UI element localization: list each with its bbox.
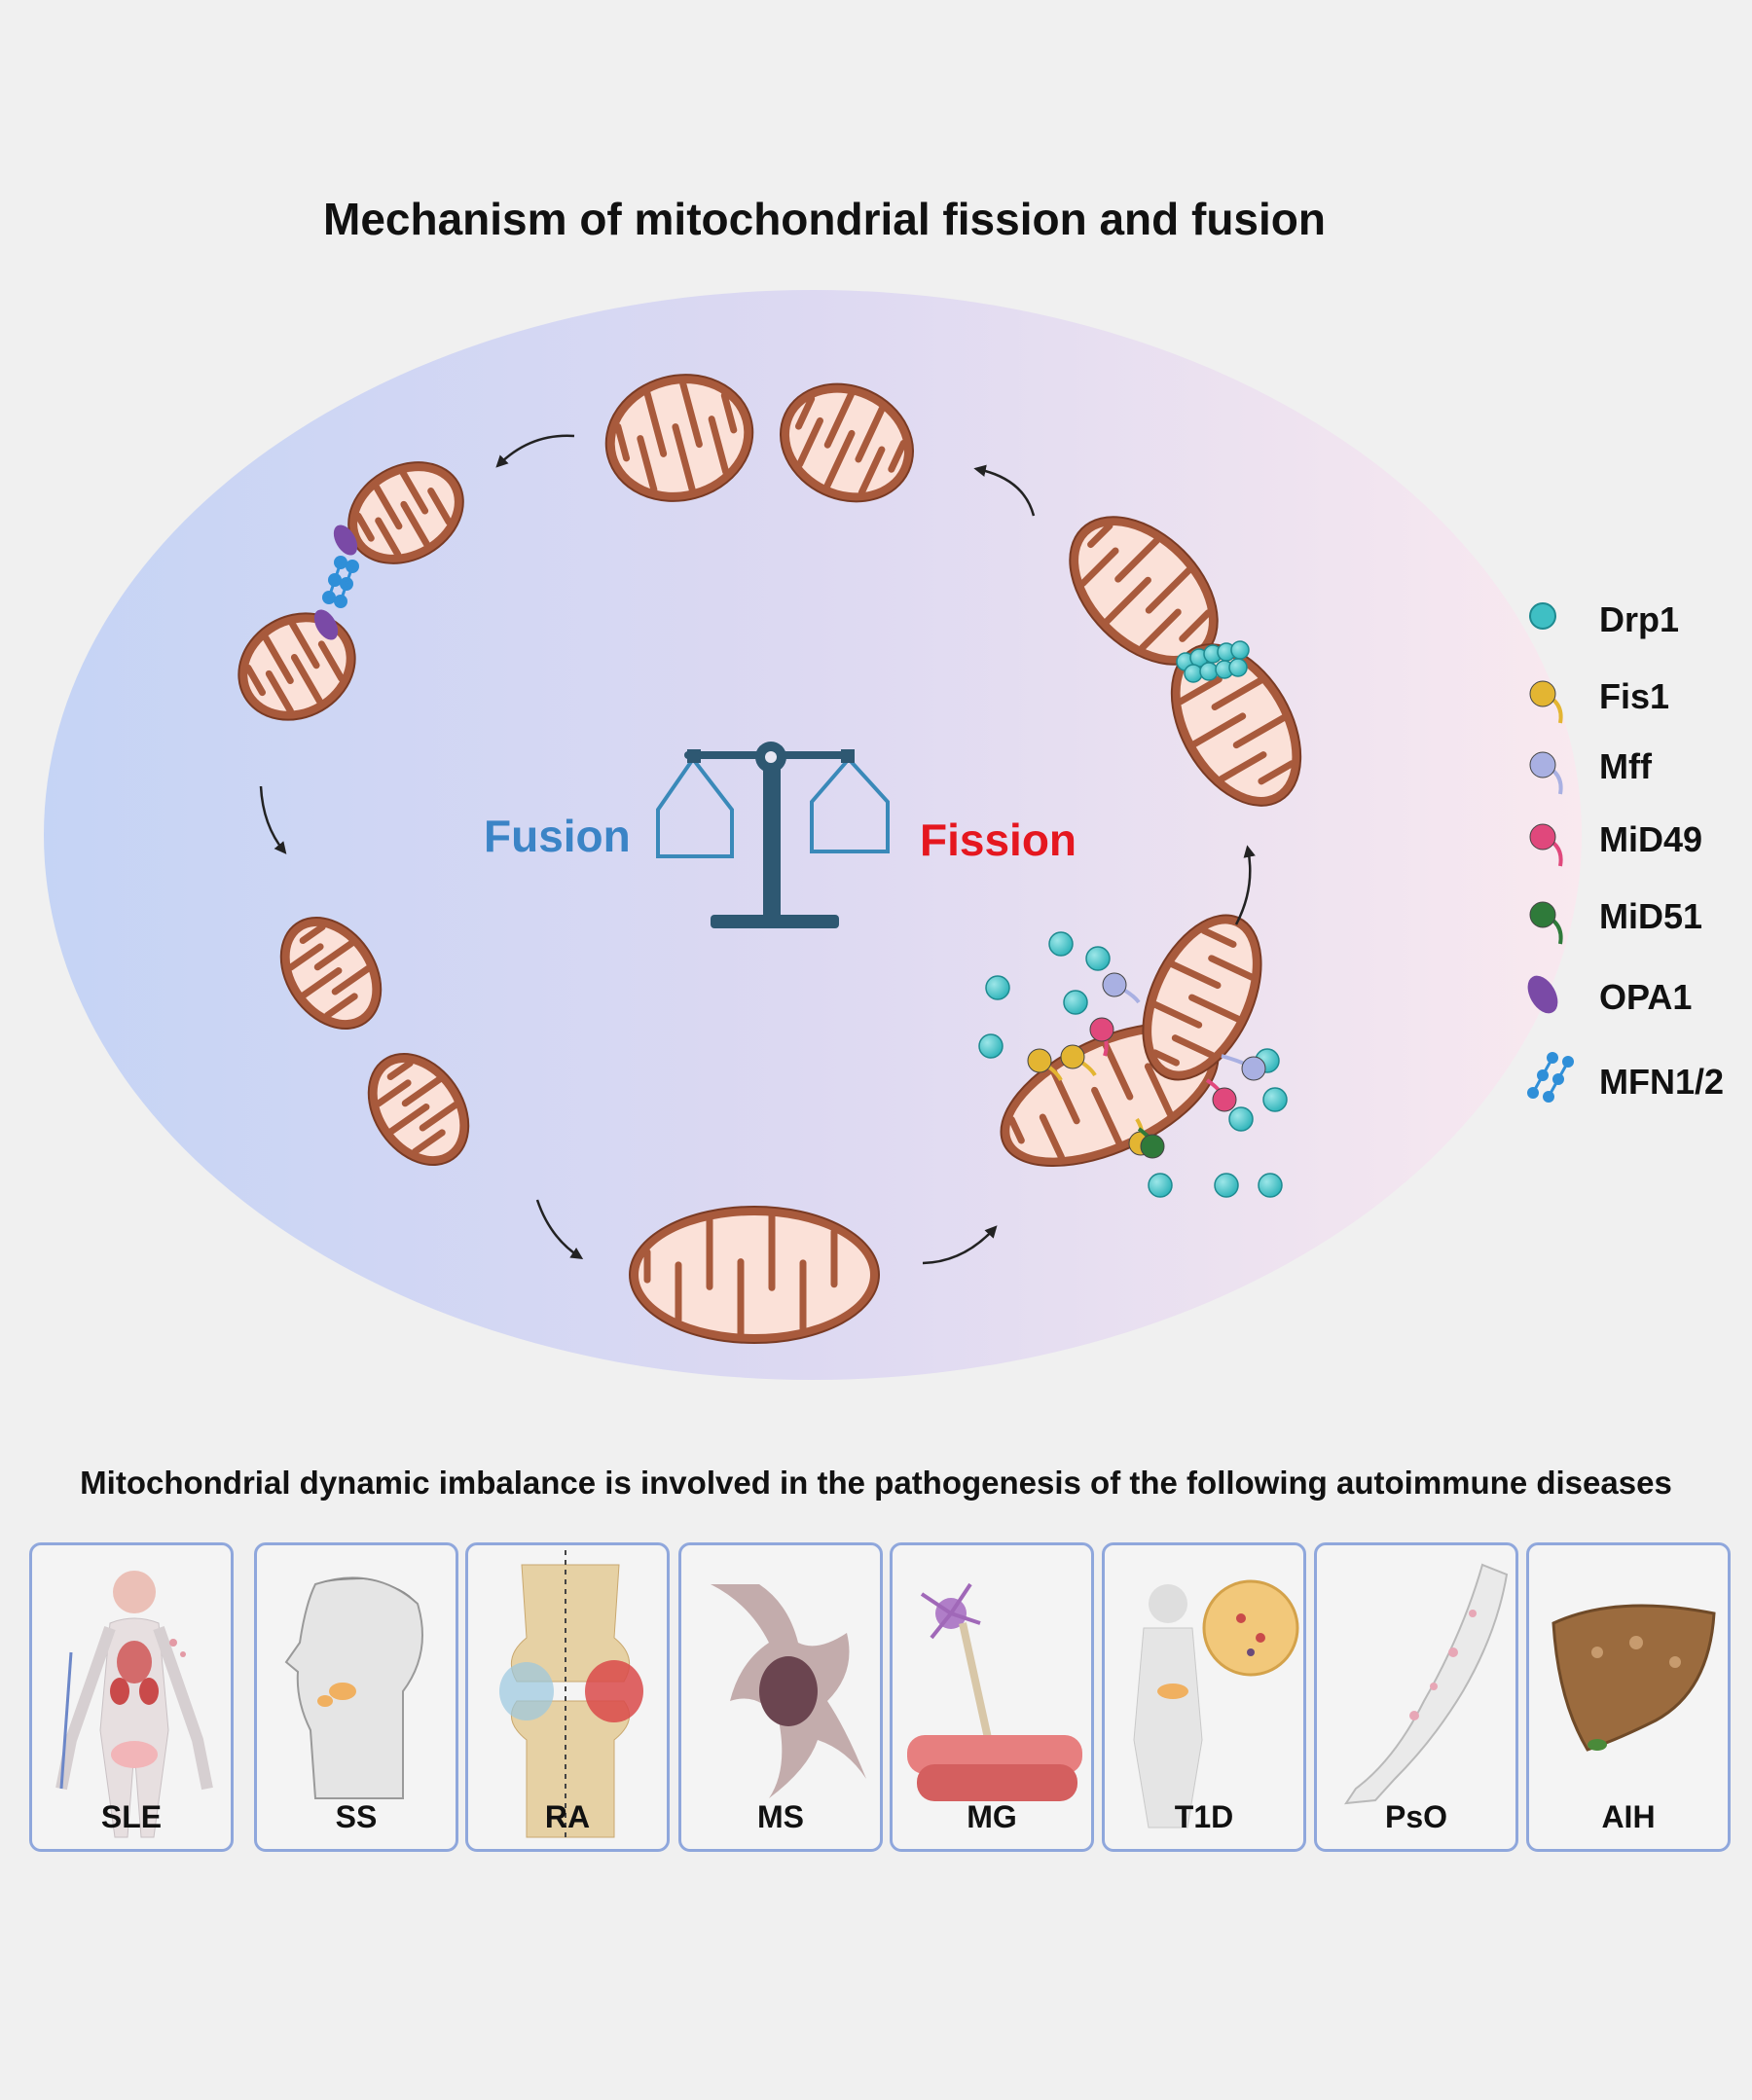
knee-joint-icon	[499, 1550, 643, 1842]
drp1-icon	[1085, 946, 1111, 971]
mid51-receptor-icon	[1137, 1127, 1165, 1159]
legend-label-opa1: OPA1	[1599, 977, 1693, 1017]
legend-mff-icon	[1529, 751, 1563, 795]
mitochondrion-constricting-upper	[1142, 914, 1262, 1081]
diseases-subtitle: Mitochondrial dynamic imbalance is invol…	[80, 1465, 1672, 1501]
arrow-up-to-top	[973, 464, 1036, 517]
disease-label-ra: RA	[544, 1799, 591, 1834]
drp1-icon	[1214, 1173, 1239, 1198]
arrow-left-to-down	[259, 785, 287, 854]
drp1-ring-icon	[1184, 664, 1203, 683]
drp1-icon	[1048, 931, 1074, 957]
disease-card-ms: MS	[678, 1542, 883, 1852]
neuron-muscle-icon	[907, 1582, 1082, 1801]
disease-label-t1d: T1D	[1174, 1799, 1234, 1834]
pancreas-islet-icon	[1133, 1579, 1299, 1828]
legend-label-mid51: MiD51	[1599, 896, 1703, 936]
arrow-bottom-to-right	[922, 1225, 998, 1265]
drp1-icon	[1228, 1106, 1254, 1132]
human-body-icon	[55, 1571, 213, 1838]
legend-drp1-icon	[1529, 602, 1556, 630]
fission-label: Fission	[920, 815, 1077, 865]
drp1-icon	[1262, 1087, 1288, 1112]
mitochondrion-elongated-upper	[279, 917, 383, 1030]
legend-opa1-icon	[1527, 975, 1558, 1014]
mitochondrion-fusing-lower	[237, 612, 356, 721]
cycle-diagram	[44, 290, 1582, 1380]
glial-cell-icon	[711, 1584, 866, 1798]
disease-label-sle: SLE	[100, 1799, 163, 1834]
legend-label-drp1: Drp1	[1599, 599, 1680, 639]
arrow-down-to-bottom	[535, 1199, 584, 1260]
mitochondrion-top-left	[604, 374, 754, 502]
drp1-icon	[985, 975, 1010, 1000]
skin-arm-icon	[1343, 1563, 1509, 1805]
legend-label-mid49: MiD49	[1599, 819, 1703, 859]
liver-icon	[1551, 1604, 1716, 1752]
drp1-ring-icon	[1230, 640, 1250, 660]
disease-label-mg: MG	[967, 1799, 1017, 1834]
mfn1-2-chain-icon	[322, 556, 359, 608]
disease-card-t1d: T1D	[1102, 1542, 1306, 1852]
mitochondrion-elongated-lower	[367, 1053, 470, 1166]
mitochondrion-bottom	[629, 1206, 880, 1344]
balance-scale-icon	[656, 742, 890, 928]
disease-card-ss: SS	[254, 1542, 458, 1852]
drp1-ring-icon	[1199, 662, 1219, 681]
mid49-receptor-icon	[1089, 1017, 1114, 1057]
disease-label-aih: AIH	[1601, 1799, 1656, 1834]
mid49-receptor-icon	[1205, 1078, 1237, 1112]
mff-receptor-icon	[1221, 1054, 1266, 1081]
disease-label-ms: MS	[757, 1799, 804, 1834]
disease-card-aih: AIH	[1526, 1542, 1731, 1852]
opa1-icon	[333, 525, 358, 556]
mitochondrion-dividing-upper	[1069, 516, 1219, 666]
legend-mid51-icon	[1529, 901, 1563, 945]
mitochondrion-fusing-upper	[347, 461, 464, 564]
legend-fis1-icon	[1529, 680, 1563, 724]
mitochondrion-dividing-lower	[1170, 643, 1302, 807]
drp1-ring-icon	[1228, 658, 1248, 677]
disease-card-mg: MG	[890, 1542, 1094, 1852]
disease-card-ra: RA	[465, 1542, 670, 1852]
mitochondrion-top-right	[779, 382, 915, 503]
arrow-right-to-up	[1234, 845, 1256, 925]
figure-title: Mechanism of mitochondrial fission and f…	[323, 194, 1326, 244]
disease-card-sle: SLE	[29, 1542, 234, 1852]
mff-receptor-icon	[1102, 972, 1141, 1004]
drp1-icon	[1148, 1173, 1173, 1198]
legend-mid49-icon	[1529, 823, 1563, 867]
drp1-icon	[1258, 1173, 1283, 1198]
disease-card-pso: PsO	[1314, 1542, 1518, 1852]
disease-label-pso: PsO	[1384, 1799, 1448, 1834]
fusion-label: Fusion	[484, 811, 631, 861]
legend-mfn12-icon	[1527, 1052, 1574, 1103]
arrow-top-to-left	[495, 434, 575, 468]
opa1-icon	[313, 609, 339, 640]
fis1-receptor-icon	[1060, 1044, 1097, 1077]
fis1-receptor-icon	[1027, 1048, 1063, 1081]
legend-label-fis1: Fis1	[1599, 676, 1670, 716]
drp1-icon	[1063, 990, 1088, 1015]
legend-label-mff: Mff	[1599, 746, 1652, 786]
legend-label-mfn12: MFN1/2	[1599, 1062, 1725, 1102]
disease-label-ss: SS	[335, 1799, 378, 1834]
drp1-icon	[978, 1033, 1004, 1059]
head-salivary-gland-icon	[284, 1576, 423, 1799]
